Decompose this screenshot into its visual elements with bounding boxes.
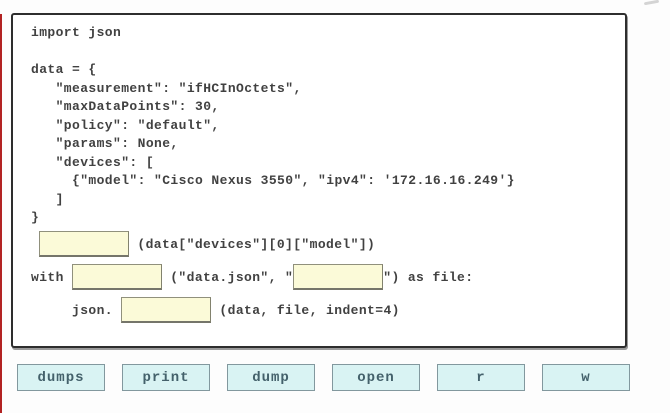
code-line: "maxDataPoints": 30, [31,99,220,114]
option-token-open[interactable]: open [332,364,420,391]
code-text [31,237,39,252]
code-line: "params": None, [31,136,179,151]
code-block: import json data = { "measurement": "ifHC… [31,24,625,228]
code-text: with [31,269,73,285]
option-token-dump[interactable]: dump [227,364,315,391]
code-panel: import json data = { "measurement": "ifHC… [11,13,627,348]
code-line: "policy": "default", [31,117,220,133]
fill-in-row: (data["devices"][0]["model"]) [31,228,625,261]
code-line: "measurement": "ifHCInOctets", [31,80,302,96]
fill-in-row: json. (data, file, indent=4) [31,294,625,327]
code-text: ") as file: [383,269,474,285]
option-token-w[interactable]: w [542,364,630,391]
code-text: json. [31,302,122,318]
left-edge-scan-line [0,14,2,413]
code-line: {"model": "Cisco Nexus 3550", "ipv4": '1… [31,173,515,188]
blank-dropzone[interactable] [72,264,163,290]
code-text: ("data.json", " [162,269,294,285]
code-text: (data["devices"][0]["model"]) [129,236,376,252]
code-line: ] [31,191,64,207]
code-line: "devices": [ [31,154,155,170]
option-token-dumps[interactable]: dumps [17,364,105,391]
scan-artifact [643,0,660,6]
code-line: } [31,210,40,225]
fill-in-section: (data["devices"][0]["model"]) with ("data… [31,228,625,327]
code-line [31,43,625,62]
option-token-r[interactable]: r [437,364,525,391]
code-line: import json [31,25,122,40]
fill-in-row: with ("data.json", " ") as file: [31,261,625,294]
option-token-print[interactable]: print [122,364,210,391]
blank-dropzone[interactable] [293,264,384,290]
code-text: (data, file, indent=4) [211,302,400,318]
blank-dropzone[interactable] [121,297,212,323]
blank-dropzone[interactable] [39,231,130,257]
code-line: data = { [31,62,97,77]
